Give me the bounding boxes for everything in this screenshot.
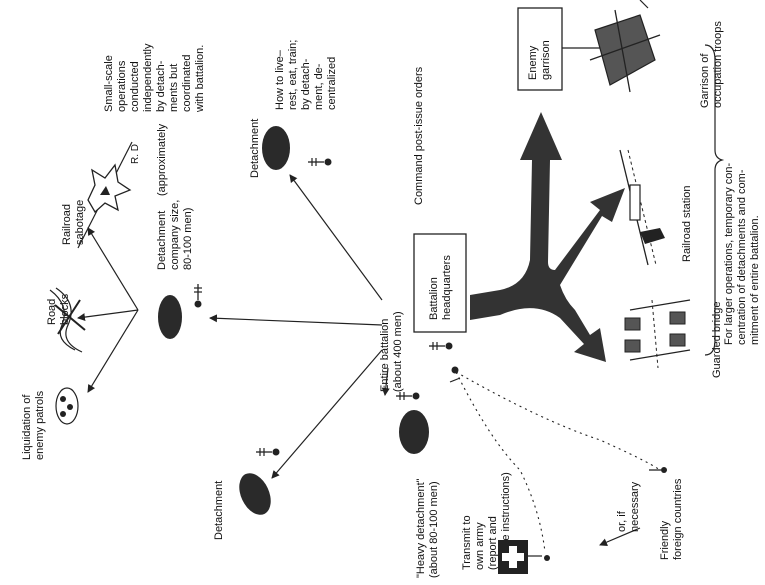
or-if-necessary-line-1: or, if <box>616 510 628 532</box>
transmit-line-3: (report and <box>487 516 499 570</box>
enemy-garrison-line-2: garrison <box>540 40 552 80</box>
guarded-bridge-icon <box>624 299 691 369</box>
liquidation-line-2: enemy patrols <box>34 390 46 460</box>
heavy-detachment-blob <box>399 410 429 454</box>
arrow-foreign-to-own <box>599 527 641 546</box>
battalion-hq-line-2: headquarters <box>441 255 453 320</box>
occupation-garrison-icon <box>589 0 661 93</box>
road-blocks-line-1: Road <box>46 299 58 325</box>
soldier-icon <box>649 467 667 473</box>
guarded-bridge-label: Guarded bridge <box>711 302 723 378</box>
or-if-necessary-line-2: necessary <box>629 481 641 532</box>
how-to-live-line-2: rest, eat, train; <box>287 40 299 110</box>
arrow-to-detachment-left <box>271 349 383 479</box>
detachment-company-blob <box>158 295 182 339</box>
courier-dot <box>544 555 550 561</box>
garrison-occupation-line-1: Garrison of <box>699 53 711 108</box>
railroad-sabotage-label: Railroad sabotage <box>61 200 86 245</box>
courier-path-foreign <box>455 371 661 471</box>
small-scale-line-3: conducted <box>129 61 141 112</box>
small-scale-line-5: by detach- <box>155 60 167 112</box>
detachment-left-label: Detachment <box>213 481 225 540</box>
command-post-label: Command post-issue orders <box>413 66 425 205</box>
transmit-line-1: Transmit to <box>461 515 473 570</box>
arrow-to-road-blocks <box>77 309 139 322</box>
soldier-icon <box>194 284 202 308</box>
arrow-to-detachment-company <box>209 314 383 326</box>
garrison-occupation-line-2: occupation troops <box>712 21 724 108</box>
battalion-hq-box <box>413 233 467 333</box>
brace <box>704 44 725 356</box>
railroad-sabotage-line-1: Railroad <box>61 204 73 245</box>
battalion-hq-line-1: Battalion <box>428 277 440 320</box>
soldier-icon <box>396 392 420 400</box>
larger-ops-line-2: centration of detachments and com- <box>736 169 748 345</box>
detachment-company-line-1: Detachment <box>156 211 168 270</box>
how-to-live-line-1: How to live– <box>274 49 286 110</box>
courier-start-line <box>449 377 461 383</box>
liquidation-line-1: Liquidation of <box>21 394 33 460</box>
detachment-company-label: Detachment (approximately company size, … <box>156 123 194 270</box>
garrison-occupation-label: Garrison of occupation troops <box>699 21 724 108</box>
road-block-icon <box>49 287 86 353</box>
larger-ops-line-3: mitment of entire battalion. <box>749 215 761 345</box>
entire-battalion-label: Entire battalion (about 400 men) <box>379 311 404 392</box>
or-if-necessary-label: or, if necessary <box>616 481 641 532</box>
detachment-company-line-3: company size, <box>169 200 181 270</box>
small-scale-line-4: independently <box>142 43 154 112</box>
swiss-cross-flag-icon <box>498 540 542 574</box>
soldier-icon <box>429 342 453 350</box>
small-scale-line-1: Small-scale <box>103 55 115 112</box>
how-to-live-line-3: by detach- <box>300 58 312 110</box>
enemy-patrol-icon <box>55 387 79 425</box>
friendly-foreign-line-2: foreign countries <box>672 478 684 560</box>
arrow-to-heavy-detachment <box>381 367 390 396</box>
transmit-label: Transmit to own army (report and receive… <box>461 472 512 570</box>
courier-start-dot <box>451 366 459 374</box>
small-scale-line-2: operations <box>116 60 128 112</box>
railroad-station-label: Railroad station <box>681 186 693 262</box>
detachment-top-label: Detachment <box>249 119 261 178</box>
big-branching-arrow <box>470 112 625 362</box>
railroad-sabotage-line-2: sabotage <box>74 200 86 245</box>
heavy-detachment-line-1: "Heavy detachment" <box>415 478 427 578</box>
arrow-to-liquidation <box>87 309 139 393</box>
liquidation-label: Liquidation of enemy patrols <box>21 390 46 460</box>
entire-battalion-line-2: (about 400 men) <box>392 311 404 392</box>
railroad-station-icon <box>619 149 665 266</box>
how-to-live-line-4: ment, de- <box>313 63 325 110</box>
small-scale-line-8: with battalion. <box>194 45 206 113</box>
soldier-icon <box>256 448 280 456</box>
transmit-line-2: own army <box>474 522 486 570</box>
friendly-foreign-label: Friendly foreign countries <box>659 478 684 560</box>
soldier-icon <box>308 158 332 166</box>
arrow-to-railroad-sabotage <box>87 227 139 311</box>
detachment-company-line-4: 80-100 men) <box>182 208 194 270</box>
arrow-to-detachment-top <box>289 174 383 301</box>
larger-ops-line-1: For larger operations, temporary con- <box>723 162 735 345</box>
small-scale-label: Small-scale operations conducted indepen… <box>103 43 206 113</box>
friendly-foreign-line-1: Friendly <box>659 520 671 560</box>
detachment-company-line-2: (approximately <box>156 123 168 196</box>
enemy-garrison-box <box>517 7 563 91</box>
heavy-detachment-label: "Heavy detachment" (about 80-100 men) <box>415 478 440 578</box>
detachment-left-blob <box>239 473 271 515</box>
larger-ops-label: For larger operations, temporary con- ce… <box>723 162 761 345</box>
explosion-icon <box>77 141 133 249</box>
enemy-garrison-label: Enemy garrison <box>527 40 552 80</box>
rd-mark: R. D <box>130 144 141 164</box>
how-to-live-line-5: centralized <box>326 57 338 110</box>
how-to-live-label: How to live– rest, eat, train; by detach… <box>274 40 338 110</box>
entire-battalion-line-1: Entire battalion <box>379 319 391 392</box>
detachment-top-blob <box>262 126 290 170</box>
small-scale-line-7: coordinated <box>181 55 193 113</box>
battalion-hq-label: Battalion headquarters <box>428 255 453 320</box>
heavy-detachment-line-2: (about 80-100 men) <box>428 481 440 578</box>
enemy-garrison-line-1: Enemy <box>527 45 539 80</box>
small-scale-line-6: ments but <box>168 64 180 112</box>
